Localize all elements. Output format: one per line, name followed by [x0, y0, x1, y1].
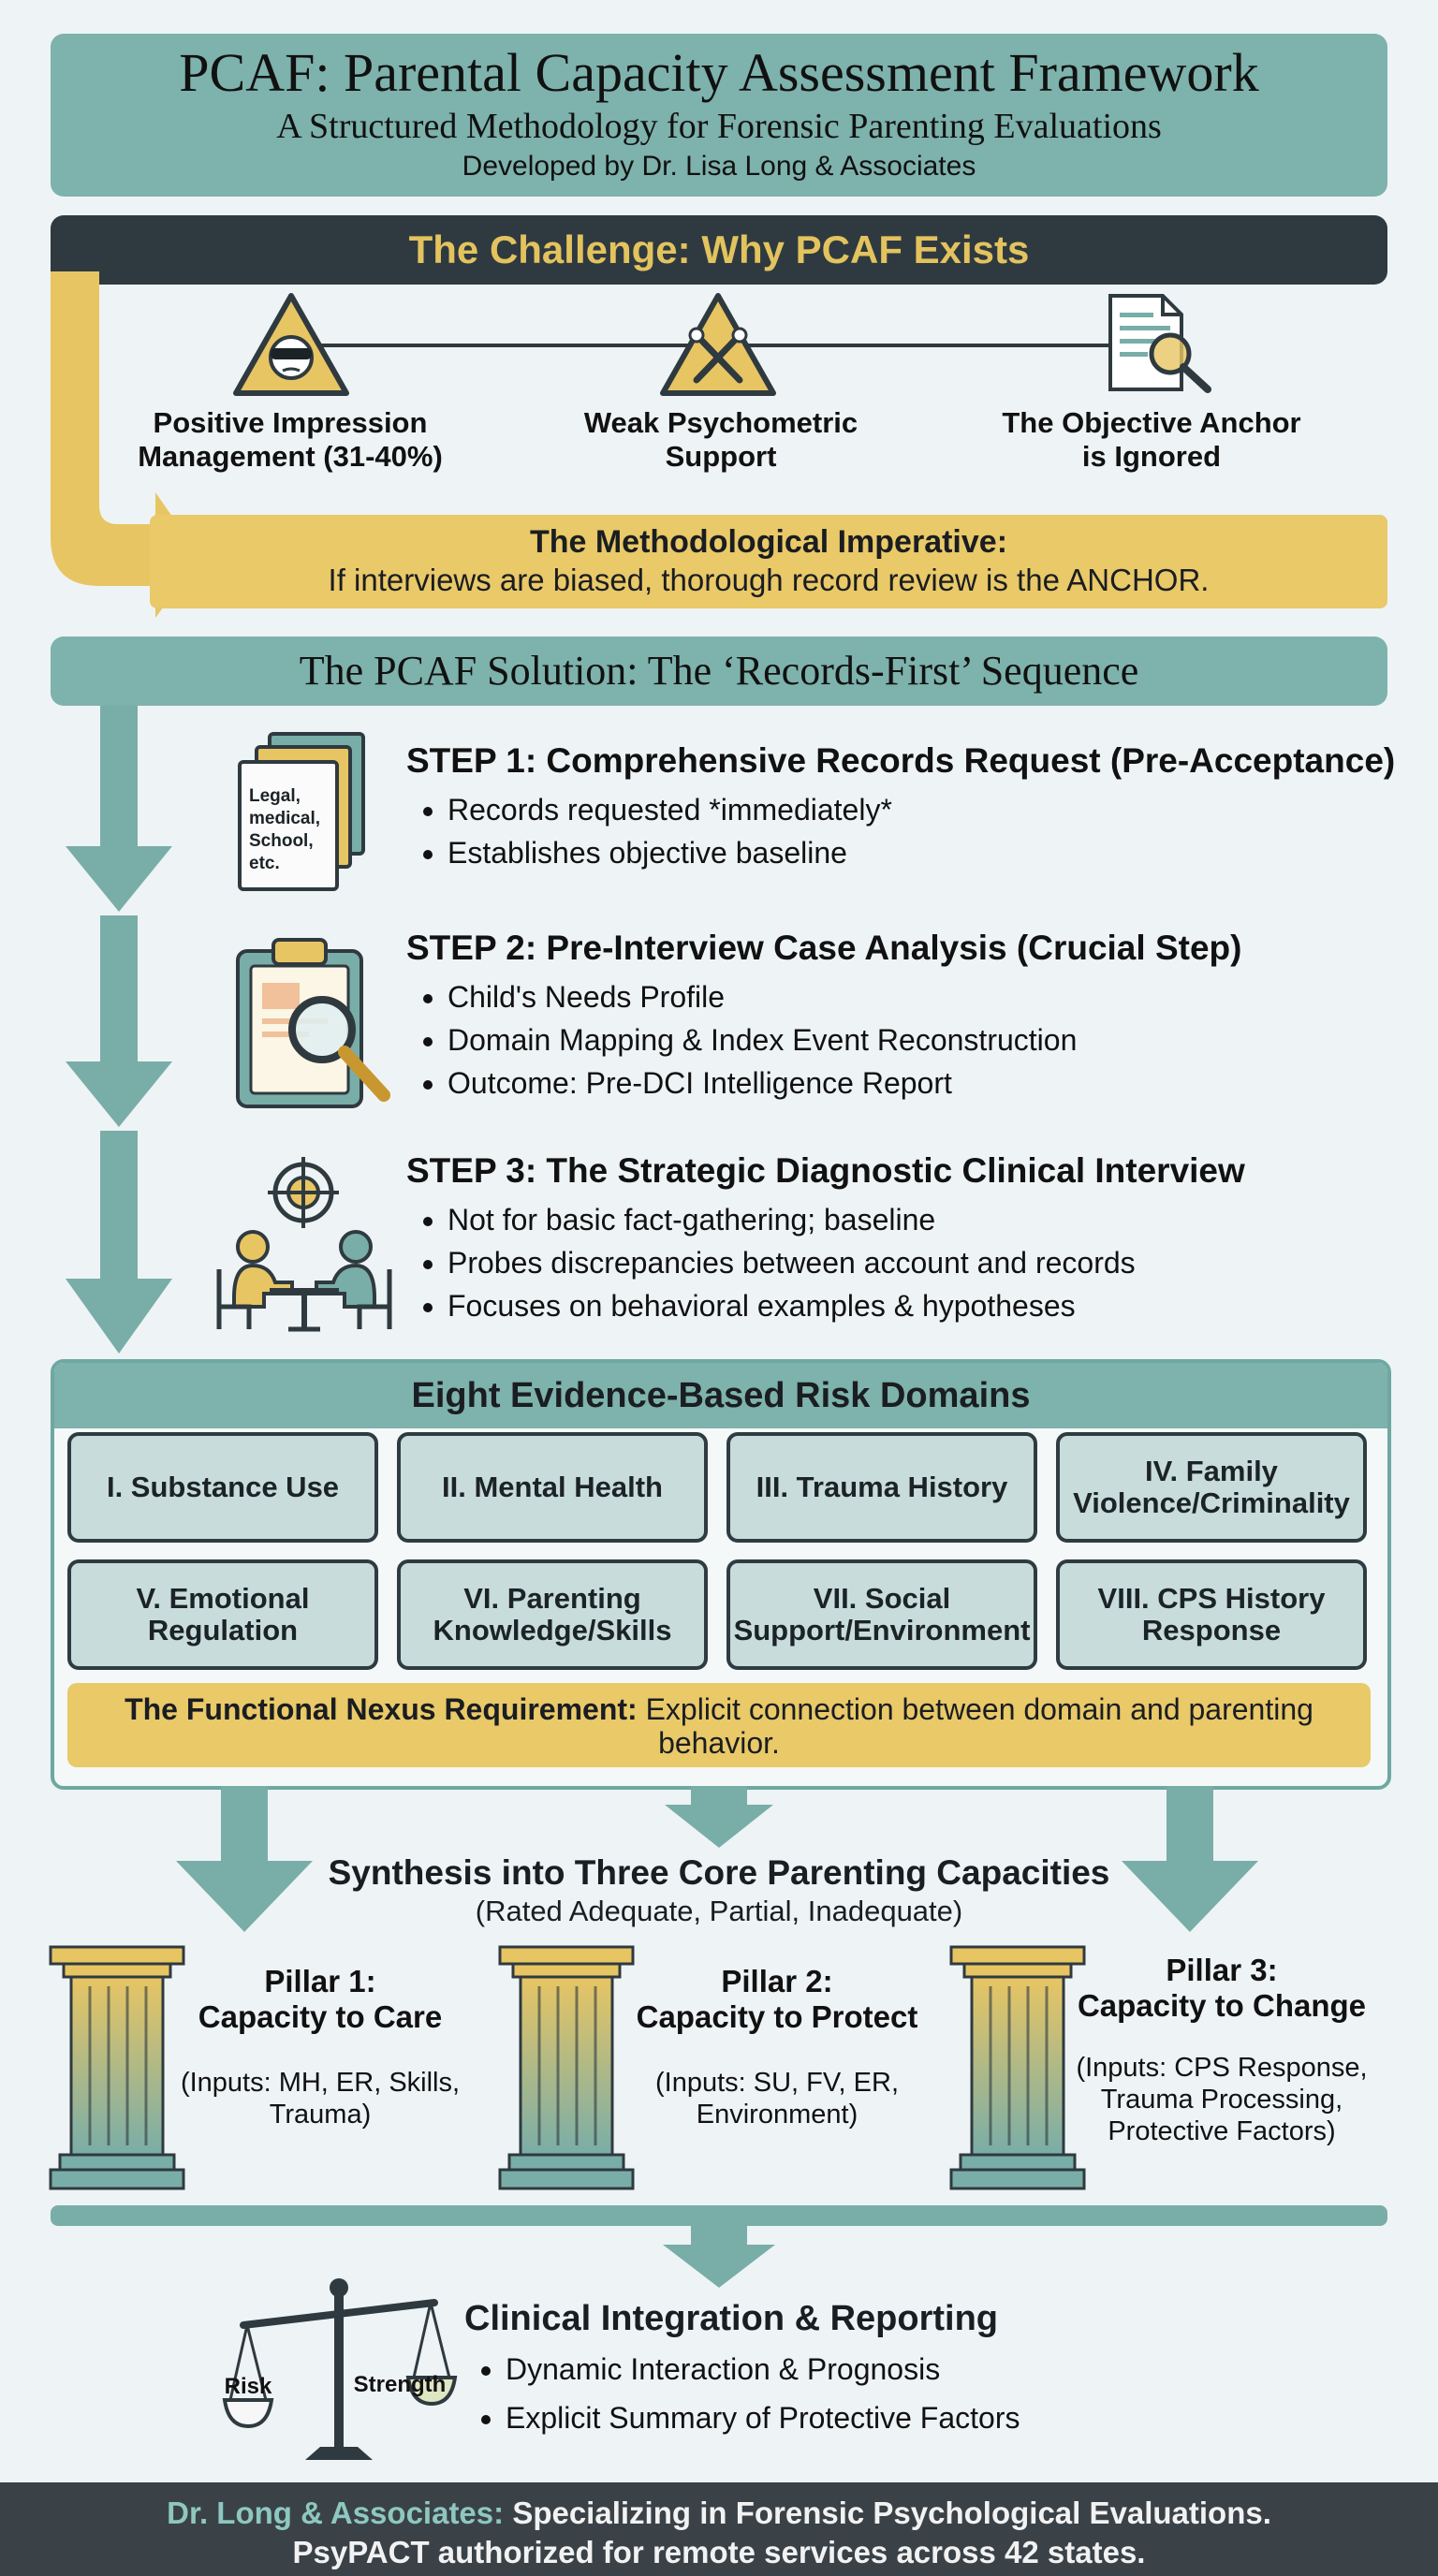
page-subtitle: A Structured Methodology for Forensic Pa… [276, 107, 1162, 146]
issue-label-impression: Positive Impression Management (31-40%) [138, 406, 443, 473]
broken-tools-warning-icon [660, 293, 776, 396]
step-2-bullet-2: Domain Mapping & Index Event Reconstruct… [448, 1018, 1399, 1061]
masked-face-warning-icon [233, 293, 349, 396]
pillar-2-inputs-1: (Inputs: SU, FV, ER, [654, 2068, 900, 2098]
pillar-2-inputs-2: Environment) [696, 2100, 858, 2130]
pillar-3-inputs-2: Trauma Processing, [1100, 2085, 1343, 2115]
pillar-3-inputs-1: (Inputs: CPS Response, [1076, 2053, 1368, 2083]
pillar-1-icon [49, 1945, 185, 2190]
challenge-title: The Challenge: Why PCAF Exists [408, 227, 1030, 271]
document-magnifier-icon [1108, 294, 1211, 393]
footer-line-1: Dr. Long & Associates: Specializing in F… [0, 2496, 1438, 2531]
issue-label-psychometric: Weak Psychometric Support [583, 406, 858, 473]
domain-mental-health: II. Mental Health [397, 1432, 708, 1543]
step-3-title: STEP 3: The Strategic Diagnostic Clinica… [406, 1151, 1245, 1190]
records-icon-text-2: medical, [249, 809, 320, 828]
pillar-1-inputs-1: (Inputs: MH, ER, Skills, [180, 2068, 461, 2098]
footer-brand: Dr. Long & Associates: [167, 2496, 505, 2530]
footer-specialty: Specializing in Forensic Psychological E… [512, 2496, 1271, 2530]
synthesis-arrows [176, 1786, 1258, 1932]
risk-domains-title: Eight Evidence-Based Risk Domains [411, 1376, 1031, 1415]
step-3-bullet-1: Not for basic fact-gathering; baseline [448, 1198, 1399, 1241]
risk-domains-title-bar: Eight Evidence-Based Risk Domains [54, 1363, 1387, 1428]
step-1: STEP 1: Comprehensive Records Request (P… [406, 741, 1399, 874]
records-icon-text-1: Legal, [249, 786, 301, 806]
pillar-1-name: Capacity to Care [198, 1999, 443, 2034]
synthesis-title: Synthesis into Three Core Parenting Capa… [328, 1853, 1110, 1892]
synthesis-subtitle: (Rated Adequate, Partial, Inadequate) [475, 1895, 963, 1927]
pillar-2-name: Capacity to Protect [636, 1999, 918, 2034]
step-flow-arrows [66, 706, 172, 1354]
records-icon-text-3: School, [249, 831, 314, 851]
methodological-imperative-box: The Methodological Imperative: If interv… [150, 515, 1387, 608]
pillar-3-label: Pillar 3: [1166, 1953, 1278, 1987]
domain-family-violence: IV. Family Violence/Criminality [1056, 1432, 1367, 1543]
pillar-3-icon [949, 1945, 1086, 2190]
solution-heading-bar: The PCAF Solution: The ‘Records-First’ S… [51, 637, 1387, 706]
step-3-bullet-3: Focuses on behavioral examples & hypothe… [448, 1284, 1399, 1327]
pillar-3-name: Capacity to Change [1077, 1988, 1367, 2023]
pillar-3: Pillar 3: Capacity to Change (Inputs: CP… [1067, 1953, 1376, 2147]
step-1-bullet-1: Records requested *immediately* [448, 788, 1399, 831]
domain-substance-use: I. Substance Use [67, 1432, 378, 1543]
nexus-label: The Functional Nexus Requirement: [125, 1692, 638, 1726]
scale-strength-label: Strength [354, 2372, 447, 2397]
integration-bullets: Dynamic Interaction & Prognosis Explicit… [464, 2345, 1307, 2442]
step-1-title: STEP 1: Comprehensive Records Request (P… [406, 741, 1396, 780]
pillar-2: Pillar 2: Capacity to Protect (Inputs: S… [627, 1964, 927, 2130]
domain-parenting-knowledge: VI. Parenting Knowledge/Skills [397, 1559, 708, 1670]
challenge-heading-bar: The Challenge: Why PCAF Exists [51, 215, 1387, 285]
scale-risk-label: Risk [225, 2374, 272, 2399]
issue-label-anchor: The Objective Anchor is Ignored [1002, 406, 1301, 473]
step-2-bullet-3: Outcome: Pre-DCI Intelligence Report [448, 1061, 1399, 1105]
balance-scale-icon: Risk Strength [222, 2278, 458, 2460]
synthesis-heading: Synthesis into Three Core Parenting Capa… [281, 1853, 1157, 1928]
domain-cps-history: VIII. CPS History Response [1056, 1559, 1367, 1670]
solution-title: The PCAF Solution: The ‘Records-First’ S… [299, 648, 1139, 694]
step-2-bullet-1: Child's Needs Profile [448, 975, 1399, 1018]
page-title: PCAF: Parental Capacity Assessment Frame… [179, 42, 1259, 103]
clipboard-magnifier-icon [236, 938, 390, 1108]
integration-section: Clinical Integration & Reporting Dynamic… [464, 2299, 1307, 2442]
imperative-title: The Methodological Imperative: [529, 524, 1008, 560]
header-banner: PCAF: Parental Capacity Assessment Frame… [51, 34, 1387, 197]
integration-title: Clinical Integration & Reporting [464, 2299, 999, 2338]
integration-arrow [663, 2226, 775, 2288]
step-3-bullets: Not for basic fact-gathering; baseline P… [406, 1198, 1399, 1327]
step-2-bullets: Child's Needs Profile Domain Mapping & I… [406, 975, 1399, 1105]
domain-trauma-history: III. Trauma History [726, 1432, 1037, 1543]
interview-target-icon [216, 1157, 392, 1332]
step-1-bullets: Records requested *immediately* Establis… [406, 788, 1399, 874]
domain-social-support: VII. Social Support/Environment [726, 1559, 1037, 1670]
integration-bullet-2: Explicit Summary of Protective Factors [506, 2393, 1307, 2442]
functional-nexus-box: The Functional Nexus Requirement: Explic… [67, 1683, 1371, 1767]
risk-domains-panel: Eight Evidence-Based Risk Domains I. Sub… [51, 1359, 1391, 1790]
step-2-title: STEP 2: Pre-Interview Case Analysis (Cru… [406, 929, 1242, 967]
pillar-1: Pillar 1: Capacity to Care (Inputs: MH, … [180, 1964, 461, 2130]
step-2: STEP 2: Pre-Interview Case Analysis (Cru… [406, 929, 1399, 1105]
records-stack-icon: Legal, medical, School, etc. [238, 732, 365, 891]
step-3-bullet-2: Probes discrepancies between account and… [448, 1241, 1399, 1284]
domain-emotional-regulation: V. Emotional Regulation [67, 1559, 378, 1670]
footer-line-2: PsyPACT authorized for remote services a… [292, 2535, 1146, 2569]
pillar-1-label: Pillar 1: [264, 1964, 376, 1998]
nexus-text: Explicit connection between domain and p… [645, 1692, 1313, 1760]
pillar-3-inputs-3: Protective Factors) [1108, 2116, 1336, 2146]
records-icon-text-4: etc. [249, 854, 280, 873]
integration-bullet-1: Dynamic Interaction & Prognosis [506, 2345, 1307, 2393]
integration-divider-bar [51, 2205, 1387, 2226]
step-3: STEP 3: The Strategic Diagnostic Clinica… [406, 1151, 1399, 1327]
pillar-2-icon [498, 1945, 635, 2190]
footer: Dr. Long & Associates: Specializing in F… [0, 2482, 1438, 2576]
step-1-bullet-2: Establishes objective baseline [448, 831, 1399, 874]
pillar-1-inputs-2: Trauma) [269, 2100, 372, 2130]
developer-credit: Developed by Dr. Lisa Long & Associates [462, 151, 976, 182]
pillar-2-label: Pillar 2: [721, 1964, 833, 1998]
imperative-text: If interviews are biased, thorough recor… [328, 563, 1210, 597]
